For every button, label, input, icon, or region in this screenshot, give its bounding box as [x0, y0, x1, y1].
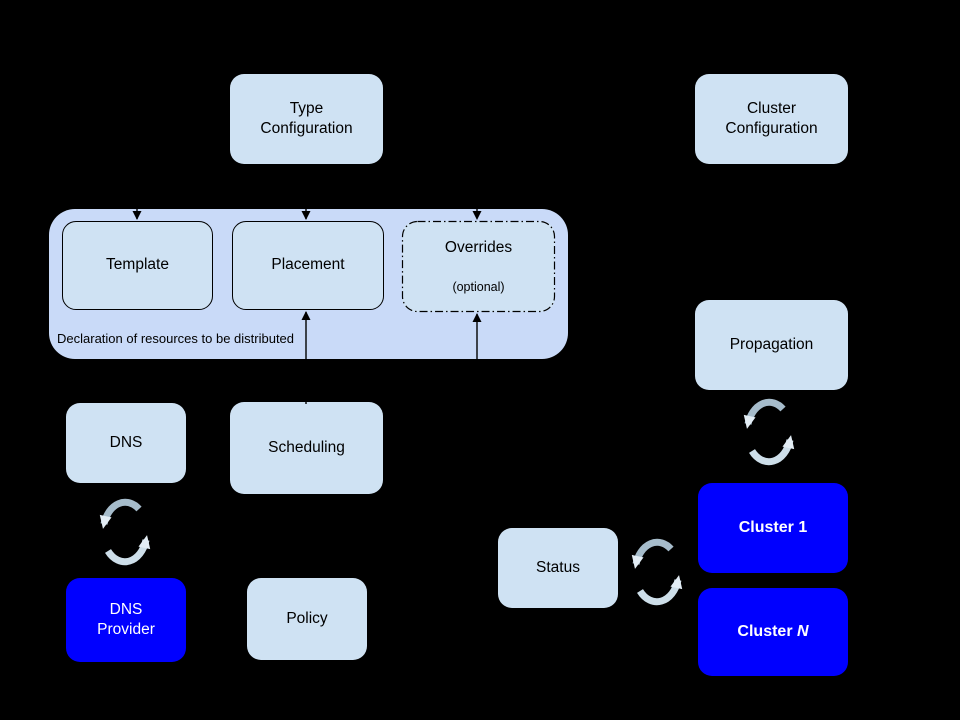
group-caption: Declaration of resources to be distribut…: [57, 331, 295, 346]
overrides-node: Overrides (optional): [402, 221, 555, 312]
cluster-n-node: Cluster N: [698, 588, 848, 676]
placement-node: Placement: [232, 221, 384, 310]
policy-node: Policy: [247, 578, 367, 660]
sync-icon: [748, 402, 790, 461]
template-node: Template: [62, 221, 213, 310]
dns-provider-node: DNS Provider: [66, 578, 186, 662]
sync-icon: [104, 502, 146, 561]
cluster-1-label: Cluster 1: [738, 518, 808, 536]
cluster-configuration-node: Cluster Configuration: [695, 74, 848, 164]
type-configuration-node: Type Configuration: [230, 74, 383, 164]
dns-node: DNS: [66, 403, 186, 483]
cluster-n-label: Cluster N: [737, 622, 809, 640]
cluster-1-node: Cluster 1: [698, 483, 848, 573]
overrides-optional-note: (optional): [452, 280, 505, 295]
overrides-label-block: Overrides (optional): [445, 218, 512, 316]
scheduling-node: Scheduling: [230, 402, 383, 494]
overrides-label: Overrides: [444, 238, 513, 256]
propagation-node: Propagation: [695, 300, 848, 390]
sync-icon: [636, 542, 678, 601]
status-node: Status: [498, 528, 618, 608]
